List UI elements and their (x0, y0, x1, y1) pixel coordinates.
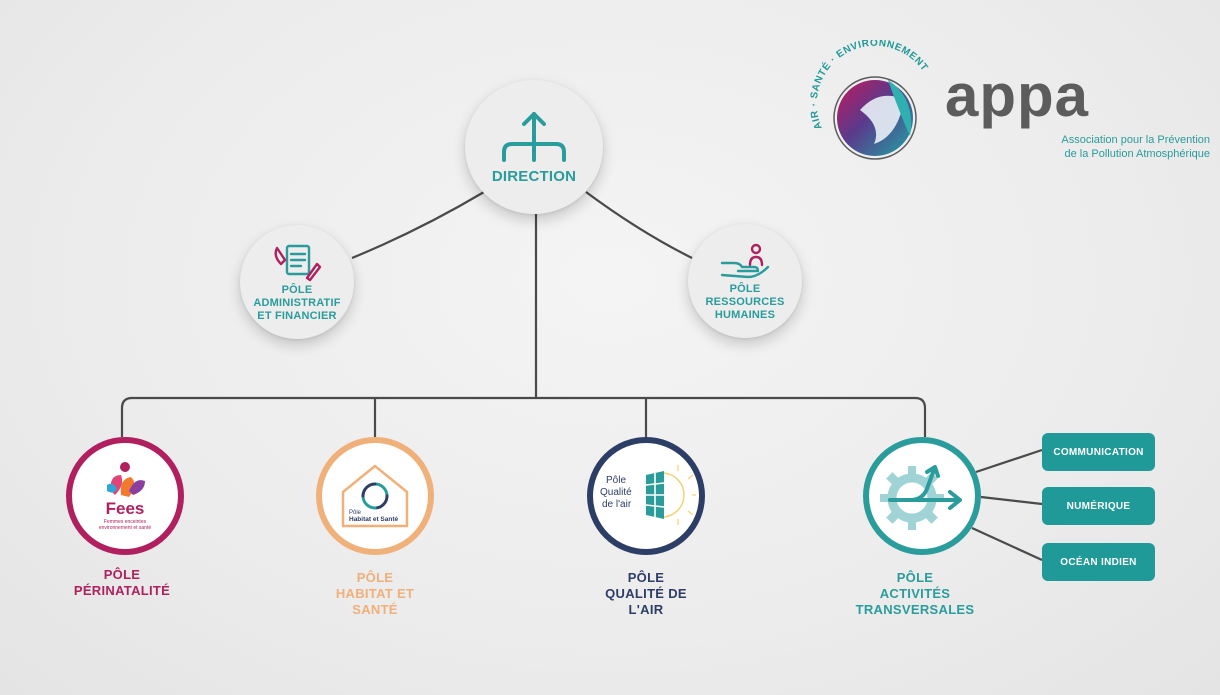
admin-label-line3: ET FINANCIER (257, 309, 337, 322)
direction-label: DIRECTION (491, 168, 577, 185)
gear-arrows-icon (880, 465, 962, 530)
habitat-logo-line1: Pôle (349, 510, 362, 516)
habitat-logo-line2: Habitat et Santé (349, 516, 399, 523)
air-label-line1: PÔLE (627, 570, 665, 585)
air-logo-line2: Qualité (600, 487, 632, 498)
air-label: PÔLE QUALITÉ DE L'AIR (576, 570, 716, 618)
rh-label-line3: HUMAINES (714, 308, 776, 321)
habitat-label-line2: HABITAT ET (335, 586, 415, 601)
connector-direction-rh (585, 191, 693, 259)
hand-person-icon (720, 243, 770, 278)
tag-ocean-indien[interactable]: OCÉAN INDIEN (1042, 543, 1155, 581)
tag-communication[interactable]: COMMUNICATION (1042, 433, 1155, 471)
fees-tagline-line1: Femmes enceintes (103, 519, 147, 525)
fees-wordmark: Fees (105, 499, 145, 518)
connector-communication (975, 448, 1043, 474)
habitat-logo: Pôle Habitat et Santé (337, 462, 413, 530)
perinatalite-label: PÔLE PÉRINATALITÉ (52, 567, 192, 599)
transversal-label-line2: ACTIVITÉS (879, 586, 951, 601)
transversal-label: PÔLE ACTIVITÉS TRANSVERSALES (840, 570, 990, 618)
transversal-label-line3: TRANSVERSALES (855, 602, 975, 617)
connector-horizontal-bus (120, 396, 927, 437)
document-phone-icon (274, 244, 322, 281)
habitat-label-line3: SANTÉ (352, 602, 398, 617)
rh-label-line2: RESSOURCES (705, 295, 785, 308)
appa-wordmark: appa (945, 62, 1090, 129)
air-logo-line1: Pôle (606, 475, 626, 486)
air-node[interactable]: Pôle Qualité de l'air (587, 437, 705, 555)
transversal-node[interactable] (863, 437, 981, 555)
rh-label-line1: PÔLE (729, 282, 761, 295)
perinatalite-label-line2: PÉRINATALITÉ (73, 583, 171, 598)
admin-label-line2: ADMINISTRATIF (253, 296, 341, 309)
house-swirl-icon: Pôle Habitat et Santé (341, 464, 409, 528)
appa-tagline-line2: de la Pollution Atmosphérique (1064, 148, 1210, 160)
fees-figure-icon (106, 462, 145, 497)
window-sun-icon: Pôle Qualité de l'air (600, 465, 696, 525)
rh-label: PÔLE RESSOURCES HUMAINES (705, 283, 784, 322)
air-label-line3: L'AIR (628, 602, 664, 617)
air-label-line2: QUALITÉ DE (605, 586, 687, 601)
appa-emblem: AIR · SANTÉ · ENVIRONNEMENT (809, 40, 929, 160)
perinatalite-node[interactable]: Fees Femmes enceintes environnement et s… (66, 437, 184, 555)
direction-node[interactable]: DIRECTION (465, 80, 603, 214)
connector-ocean-indien (971, 526, 1043, 562)
habitat-label-line1: PÔLE (356, 570, 394, 585)
habitat-label: PÔLE HABITAT ET SANTÉ (305, 570, 445, 618)
admin-label-line1: PÔLE (281, 283, 313, 296)
appa-tagline: Association pour la Prévention de la Pol… (1000, 133, 1210, 161)
connector-numerique (980, 495, 1043, 506)
rh-node[interactable]: PÔLE RESSOURCES HUMAINES (688, 224, 802, 338)
admin-node[interactable]: PÔLE ADMINISTRATIF ET FINANCIER (240, 225, 354, 339)
appa-tagline-line1: Association pour la Prévention (1061, 134, 1210, 146)
fees-logo: Fees Femmes enceintes environnement et s… (99, 461, 151, 531)
fees-tagline-line2: environnement et santé (98, 525, 152, 531)
transversal-label-line1: PÔLE (896, 570, 934, 585)
habitat-node[interactable]: Pôle Habitat et Santé (316, 437, 434, 555)
perinatalite-label-line1: PÔLE (103, 567, 141, 582)
tag-numerique[interactable]: NUMÉRIQUE (1042, 487, 1155, 525)
direction-arrow-icon (502, 112, 566, 162)
connector-direction-admin (351, 191, 485, 260)
admin-label: PÔLE ADMINISTRATIF ET FINANCIER (253, 284, 340, 323)
air-logo-line3: de l'air (602, 499, 632, 510)
